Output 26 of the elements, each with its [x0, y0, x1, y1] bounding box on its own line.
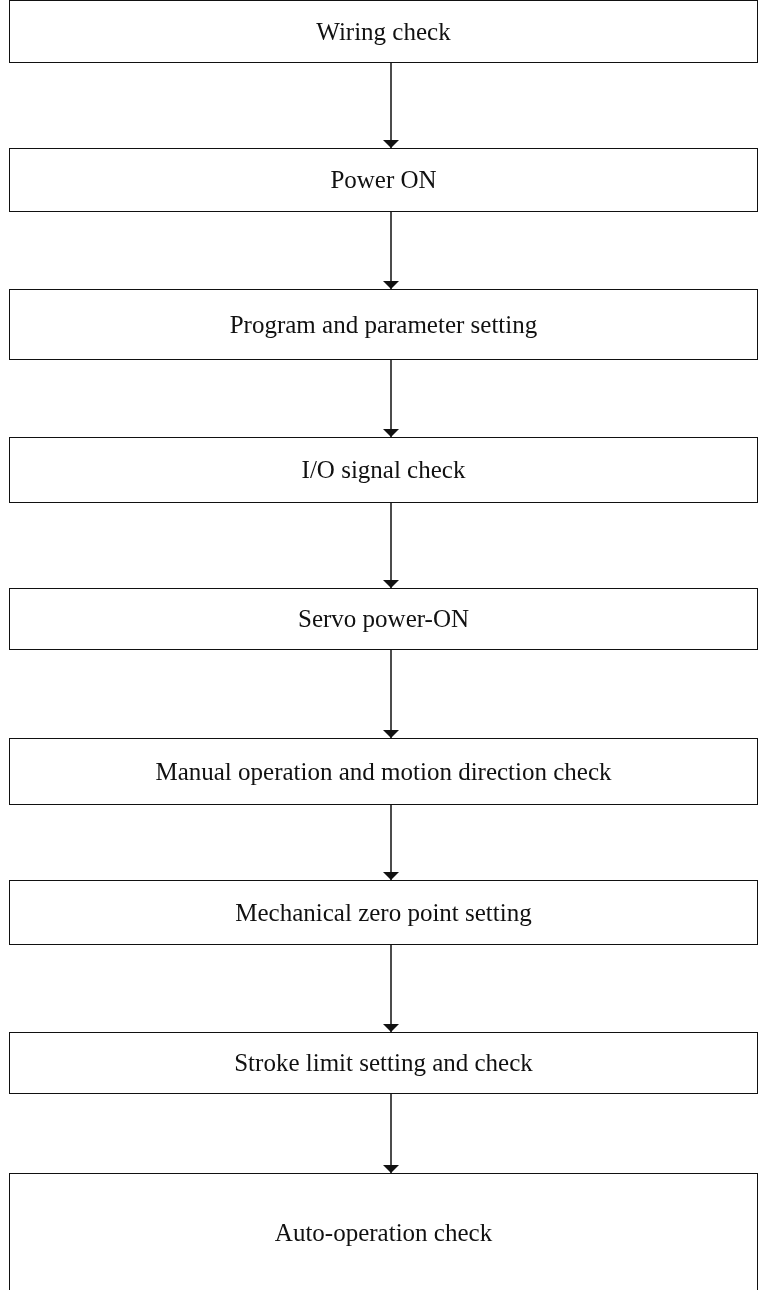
process-box: [9, 148, 758, 212]
step-label: Servo power-ON: [298, 605, 469, 633]
step-label: Power ON: [330, 166, 437, 194]
step-label: Wiring check: [316, 17, 451, 46]
arrow: [383, 804, 399, 881]
process-box: [9, 588, 758, 650]
process-box: [9, 289, 758, 360]
step-label: Auto-operation check: [274, 1219, 493, 1247]
step-label: I/O signal check: [301, 456, 466, 484]
process-box: [9, 738, 758, 805]
step-label: Stroke limit setting and check: [234, 1049, 533, 1077]
arrow: [383, 502, 399, 589]
arrow: [383, 944, 399, 1033]
arrow: [383, 359, 399, 438]
process-box: [9, 1032, 758, 1094]
step-label: Mechanical zero point setting: [235, 898, 532, 927]
process-box: [9, 437, 758, 503]
step-label: Program and parameter setting: [229, 310, 538, 339]
process-box: [9, 880, 758, 945]
process-box: [9, 1173, 758, 1290]
arrow: [383, 62, 399, 149]
step-label: Manual operation and motion direction check: [155, 757, 612, 786]
arrow: [383, 1093, 399, 1174]
arrow: [383, 211, 399, 290]
process-box: [9, 0, 758, 63]
arrow: [383, 649, 399, 739]
